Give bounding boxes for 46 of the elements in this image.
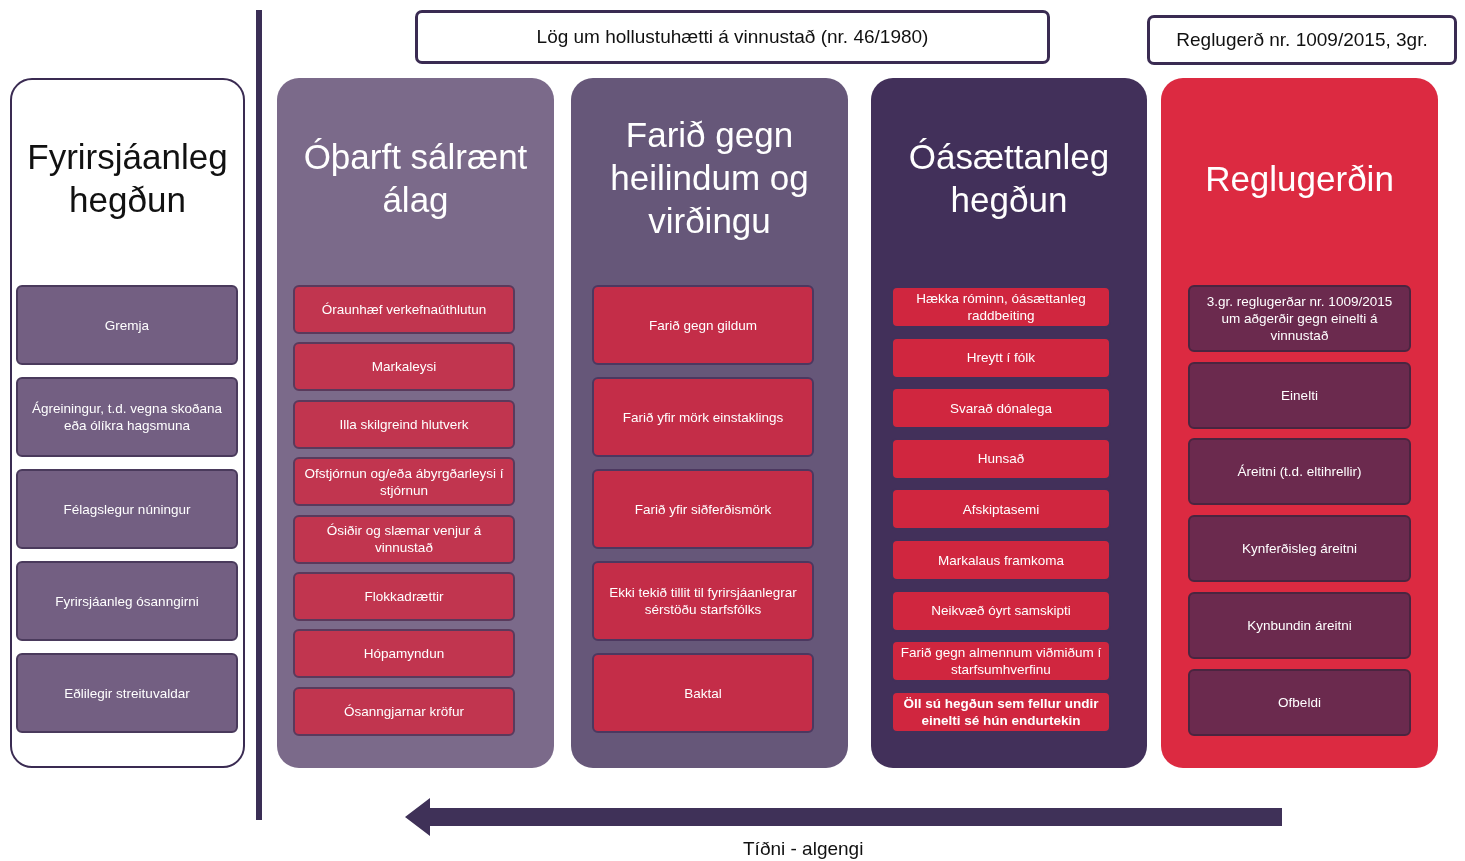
behavior-item: Ósanngjarnar kröfur xyxy=(293,686,515,736)
category-column xyxy=(10,78,245,768)
behavior-item: Farið yfir mörk einstaklings xyxy=(592,377,814,457)
behavior-item: Svarað dónalega xyxy=(891,387,1111,430)
behavior-item: Áreitni (t.d. eltihrellir) xyxy=(1188,438,1411,506)
behavior-item: Farið gegn almennum viðmiðum í starfsumhverfinu xyxy=(891,640,1111,683)
axis-label: Tíðni - algengi xyxy=(743,838,864,860)
behavior-item: Fyrirsjáanleg ósanngirni xyxy=(16,561,238,641)
category-column xyxy=(871,78,1147,768)
column-heading: Farið gegn heilindum og virðingu xyxy=(609,114,810,242)
behavior-item: 3.gr. reglugerðar nr. 1009/2015 um aðgerðir gegn einelti á vinnustað xyxy=(1188,285,1411,352)
behavior-item: Gremja xyxy=(16,285,238,365)
behavior-item: Kynbundin áreitni xyxy=(1188,591,1411,659)
behavior-item: Hunsað xyxy=(891,437,1111,480)
category-column xyxy=(277,78,554,768)
category-column xyxy=(571,78,848,768)
behavior-item: Hópamyndun xyxy=(293,629,515,679)
column-heading: Fyrirsjáanleg hegðun xyxy=(26,136,229,221)
behavior-item: Ekki tekið tillit til fyrirsjáanlegrar sérstöðu starfsfólks xyxy=(592,561,814,641)
behavior-item: Félagslegur núningur xyxy=(16,469,238,549)
behavior-item: Markaleysi xyxy=(293,342,515,392)
behavior-item: Ósiðir og slæmar venjur á vinnustað xyxy=(293,514,515,564)
behavior-item: Óraunhæf verkefnaúthlutun xyxy=(293,285,515,334)
column-heading: Óþarft sálrænt álag xyxy=(302,136,529,221)
behavior-item: Farið yfir siðferðismörk xyxy=(592,469,814,549)
behavior-item: Farið gegn gildum xyxy=(592,285,814,365)
behavior-item: Baktal xyxy=(592,653,814,733)
behavior-item: Ofbeldi xyxy=(1188,668,1411,736)
behavior-item: Neikvæð óyrt samskipti xyxy=(891,589,1111,632)
behavior-item: Ágreiningur, t.d. vegna skoðana eða ólíkra hagsmuna xyxy=(16,377,238,457)
category-column xyxy=(1161,78,1438,768)
behavior-item: Illa skilgreind hlutverk xyxy=(293,399,515,449)
behavior-item: Kynferðisleg áreitni xyxy=(1188,515,1411,583)
behavior-item: Ofstjórnun og/eða ábyrgðarleysi í stjórnun xyxy=(293,457,515,507)
law-reference-box: Reglugerð nr. 1009/2015, 3gr. xyxy=(1147,15,1457,65)
behavior-item: Hækka róminn, óásættanleg raddbeiting xyxy=(891,286,1111,328)
behavior-item: Afskiptasemi xyxy=(891,488,1111,531)
behavior-item: Flokkadrættir xyxy=(293,572,515,621)
behavior-item: Hreytt í fólk xyxy=(891,336,1111,379)
law-reference-box: Lög um hollustuhætti á vinnustað (nr. 46/1980) xyxy=(415,10,1050,64)
column-heading: Reglugerðin xyxy=(1204,158,1395,200)
column-heading: Óásættanleg hegðun xyxy=(907,136,1111,221)
behavior-item: Einelti xyxy=(1188,361,1411,429)
behavior-item: Öll sú hegðun sem fellur undir einelti sé hún endurtekin xyxy=(891,690,1111,733)
behavior-item: Eðlilegir streituvaldar xyxy=(16,653,238,733)
behavior-item: Markalaus framkoma xyxy=(891,539,1111,581)
